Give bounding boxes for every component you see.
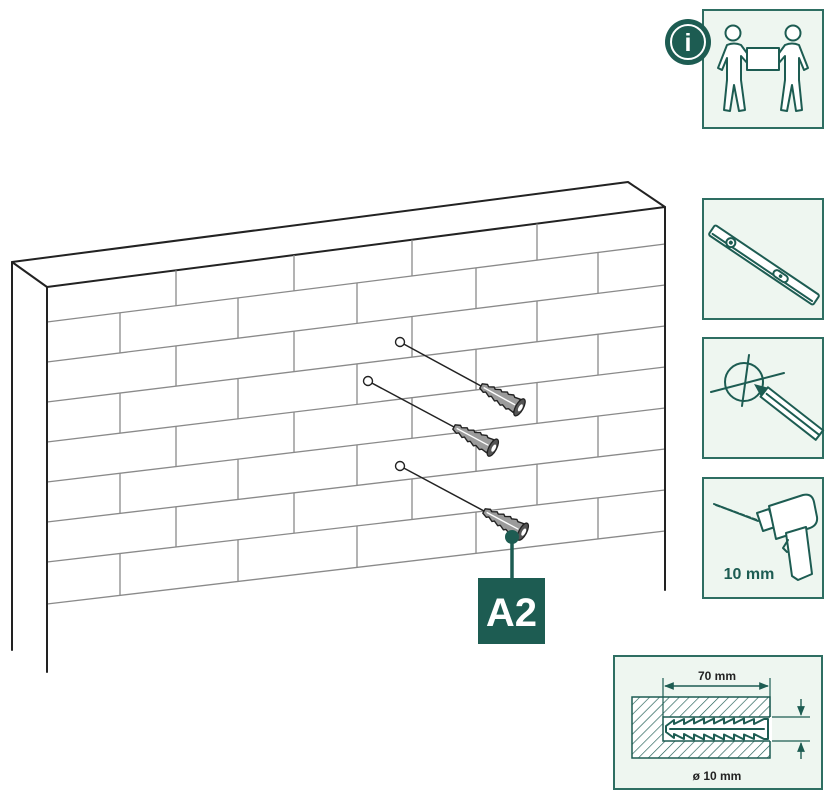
mortar-line [46, 407, 666, 483]
insertion-guide-line [399, 341, 482, 387]
section-plug [665, 717, 769, 741]
mortar-line [46, 448, 666, 523]
insertion-guide-line [367, 380, 455, 428]
pencil-crosshair-icon [710, 354, 825, 441]
drilled-hole-outline [662, 716, 770, 742]
mortar-line [46, 366, 666, 443]
wall-plugs [362, 336, 532, 543]
brick-joints [119, 223, 599, 596]
drill-panel: 10 mm [702, 477, 824, 599]
drill-hole [394, 460, 406, 472]
mortar-line [46, 530, 666, 605]
mark-position-panel [702, 337, 825, 459]
spirit-level-icon [708, 224, 820, 306]
drill-hole [394, 336, 406, 348]
drill-icon [713, 493, 819, 581]
mortar-line [46, 284, 666, 363]
wall-plug-icon [475, 376, 529, 419]
insertion-guide-line [399, 465, 485, 512]
diameter-dimension: ø 10 mm [693, 699, 810, 783]
callout-dot [505, 530, 519, 544]
hole-diameter-label: ø 10 mm [693, 769, 742, 783]
wall-top-surface [11, 181, 666, 288]
part-label-box [478, 578, 545, 644]
hole-depth-label: 70 mm [698, 669, 736, 683]
hole-cross-section-icon [631, 696, 772, 759]
mortar-line [46, 243, 666, 323]
two-person-panel [702, 9, 824, 129]
mortar-line [46, 325, 666, 403]
mortar-line [46, 489, 666, 563]
part-callout: A2 [478, 530, 545, 644]
hole-spec-panel: 70 mm ø 10 mm [613, 655, 823, 790]
two-person-carry-icon [717, 24, 809, 112]
info-badge: i [665, 19, 711, 65]
mortar-lines [46, 243, 666, 605]
brick-wall [11, 181, 666, 673]
spirit-level-panel [702, 198, 824, 320]
drill-bit-size: 10 mm [724, 566, 775, 583]
part-label: A2 [486, 591, 537, 635]
wall-plug-icon [448, 417, 502, 459]
depth-dimension: 70 mm [662, 669, 771, 717]
drill-hole [362, 375, 374, 387]
info-glyph: i [685, 29, 692, 57]
